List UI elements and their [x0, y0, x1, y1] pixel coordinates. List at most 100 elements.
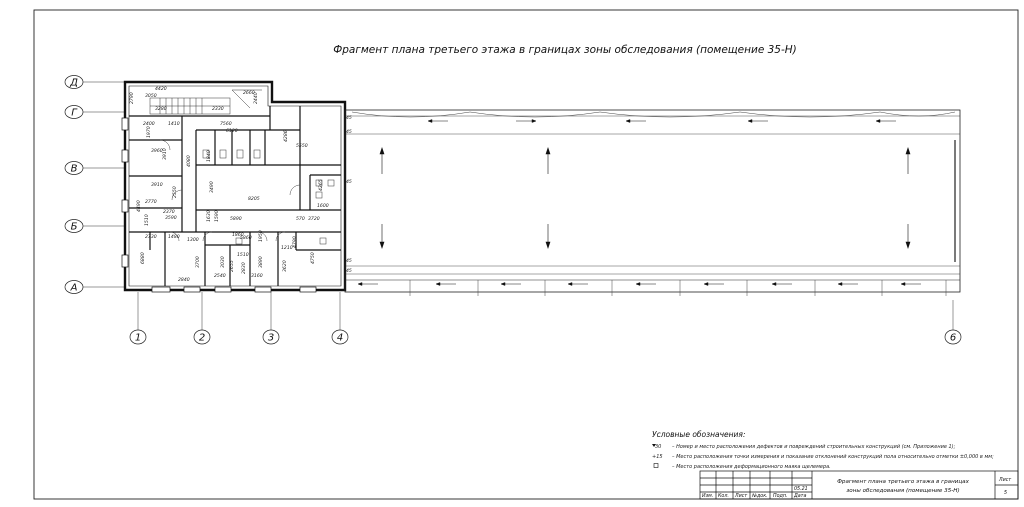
dim-2440: 2440 [253, 92, 259, 104]
axis-marker-B: Б [64, 219, 84, 233]
dim-1600: 1600 [317, 203, 329, 209]
legend-item-measure: – Место расположения точки измерения и п… [672, 454, 994, 460]
dim-5860: 5860 [240, 235, 252, 241]
dim-2400: 2400 [143, 121, 155, 127]
dim-4790: 4790 [292, 236, 298, 248]
legend-symbol-measure: +15 [652, 454, 663, 460]
axis-marker-3: 3 [262, 329, 280, 345]
svg-text:В: В [71, 164, 78, 175]
legend: Условные обозначения: 30 – Номер и место… [652, 430, 994, 470]
dim-3620: 3620 [282, 260, 288, 272]
axis-marker-2: 2 [193, 329, 211, 345]
axis-marker-D: Д [64, 75, 84, 89]
building-outline [123, 80, 347, 292]
dim-2540: 2540 [214, 273, 226, 279]
dim-2770: 2770 [145, 199, 157, 205]
axis-marker-V: В [64, 161, 84, 175]
long-hall [344, 109, 961, 293]
dim-6880: 6880 [140, 252, 146, 264]
dim-2550: 2550 [172, 186, 178, 198]
dim-3700: 3700 [195, 256, 201, 268]
dim-570: 570 [296, 216, 305, 222]
dim-2660: 2660 [243, 90, 255, 96]
svg-text:Г: Г [71, 108, 78, 119]
sheet-label: Лист [998, 477, 1011, 483]
svg-text:1: 1 [135, 333, 141, 344]
crack-gauge-icon [653, 463, 659, 468]
dim-2790: 2790 [129, 92, 135, 104]
title-block-name-2: зоны обследования (помещение 35-Н) [846, 488, 959, 494]
dim-2730: 2730 [145, 234, 157, 240]
dim-1300: 1300 [187, 237, 199, 243]
dim-1590: 1590 [214, 210, 220, 222]
axis-grid [83, 81, 954, 330]
col-kol: Кол. [718, 493, 729, 499]
axis-marker-1: 1 [129, 329, 147, 345]
legend-symbol-defect: 30 [655, 444, 661, 450]
dim-4080: 4080 [186, 155, 192, 167]
dim-4265: 4265 [318, 179, 324, 191]
dim-3590: 3590 [165, 215, 177, 221]
dim-7560: 7560 [220, 121, 232, 127]
dim-1630: 1630 [206, 210, 212, 222]
dim-5550: 5550 [296, 143, 308, 149]
col-ndok: №док. [751, 493, 768, 499]
title-block-name-1: Фрагмент плана третьего этажа в границах [837, 479, 970, 485]
drawing-title: Фрагмент плана третьего этажа в границах… [333, 44, 797, 56]
window-marks [121, 117, 317, 293]
dim-6120: 6120 [226, 128, 238, 134]
dim-3890: 3890 [258, 256, 264, 268]
axis-marker-4: 4 [331, 329, 349, 345]
svg-text:А: А [70, 283, 78, 294]
dim-3050: 3050 [145, 93, 157, 99]
sanitary-fixtures [202, 149, 335, 245]
dim-3960: 3960 [151, 148, 163, 154]
legend-item-gauge: – Место расположения деформационного мая… [672, 464, 831, 470]
title-block [699, 470, 1019, 500]
dim-3910: 3910 [162, 148, 168, 160]
dim-2655: 2655 [229, 260, 235, 272]
legend-heading: Условные обозначения: [652, 430, 745, 439]
svg-text:3: 3 [268, 333, 274, 344]
svg-text:2: 2 [199, 333, 205, 344]
interior-walls [129, 106, 341, 286]
dim-5890: 5890 [230, 216, 242, 222]
dim-1480: 1480 [168, 234, 180, 240]
sheet-frame [33, 9, 1019, 500]
axis-marker-A: А [64, 280, 84, 294]
col-data: Дата [793, 493, 806, 499]
dim-3490: 3490 [209, 181, 215, 193]
roof-arcs [351, 111, 956, 118]
door-swings [159, 139, 301, 242]
svg-text:6: 6 [950, 333, 956, 344]
dim-3030: 3030 [220, 256, 226, 268]
dim-1510b: 1510 [237, 252, 249, 258]
svg-text:Д: Д [69, 78, 78, 89]
dim-1410: 1410 [168, 121, 180, 127]
col-izm: Изм. [702, 493, 713, 499]
level-mark: 45 [346, 258, 352, 264]
dim-1860: 1860 [232, 232, 244, 238]
dim-1510: 1510 [144, 214, 150, 226]
col-list: Лист [734, 493, 747, 499]
dim-8205: 8205 [248, 196, 260, 202]
dim-2840: 2840 [178, 277, 190, 283]
level-marks: 45 45 45 45 45 [346, 115, 352, 274]
dim-1950: 1950 [258, 230, 264, 242]
level-mark: 45 [346, 268, 352, 274]
svg-text:Б: Б [71, 222, 78, 233]
defect-marker-icon [652, 444, 656, 447]
dim-2370: 2370 [163, 209, 175, 215]
deflection-arrows [379, 147, 911, 249]
dim-2830: 2830 [241, 262, 247, 274]
dim-3720: 3720 [308, 216, 320, 222]
legend-item-defect: – Номер и место расположения дефектов и … [672, 444, 956, 450]
col-podp: Подп. [773, 493, 788, 499]
dim-4286: 4286 [283, 130, 289, 142]
axis-marker-G: Г [64, 105, 84, 119]
dimension-labels: 4420 3050 2790 3280 2330 2660 2440 2400 … [129, 86, 329, 283]
horizontal-arrows [357, 119, 921, 286]
level-mark: 45 [346, 115, 352, 121]
dim-1970: 1970 [146, 126, 152, 138]
